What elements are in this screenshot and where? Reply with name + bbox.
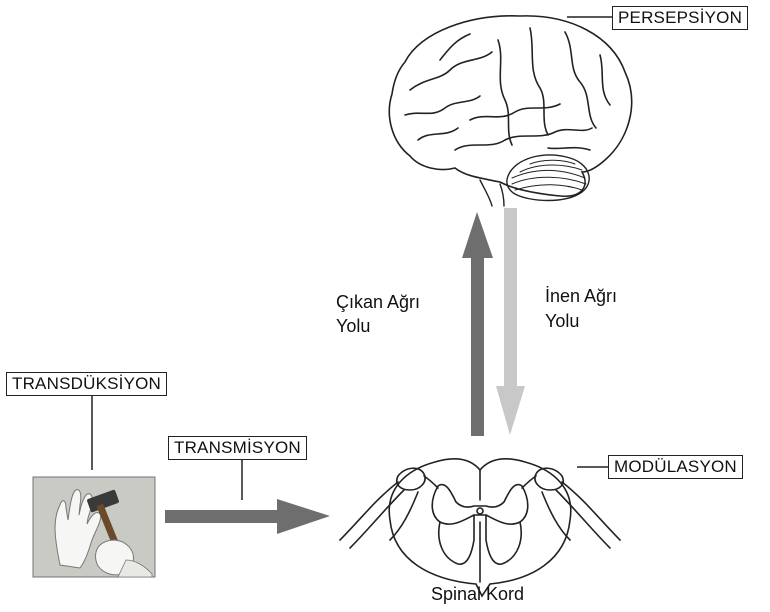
transmission-label: TRANSMİSYON [168, 436, 307, 460]
descending-arrow [496, 208, 525, 435]
hand-hammer-photo [33, 477, 155, 577]
modulation-label: MODÜLASYON [608, 455, 743, 479]
ascending-pathway-label-line1: Çıkan Ağrı [336, 290, 420, 314]
spinal-cord-label: Spinal Kord [431, 582, 524, 606]
ascending-arrow [462, 212, 493, 436]
brain-illustration [389, 16, 631, 206]
spinal-cord-cross-section [340, 459, 620, 596]
transduction-label: TRANSDÜKSİYON [6, 372, 167, 396]
perception-label: PERSEPSİYON [612, 6, 748, 30]
descending-pathway-label-line2: Yolu [545, 309, 579, 333]
descending-pathway-label-line1: İnen Ağrı [545, 284, 617, 308]
ascending-pathway-label-line2: Yolu [336, 314, 370, 338]
transmission-arrow [165, 499, 330, 534]
